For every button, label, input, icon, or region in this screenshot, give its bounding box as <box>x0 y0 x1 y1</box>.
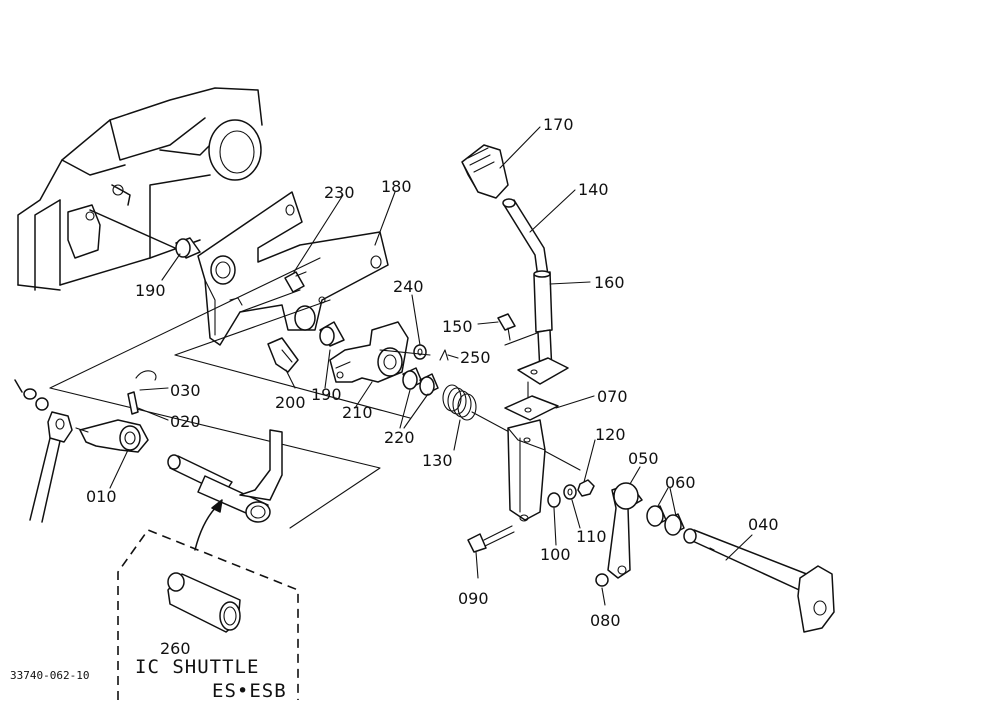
label-130: 130 <box>422 451 453 470</box>
label-060: 060 <box>665 473 696 492</box>
nut-080 <box>595 573 609 587</box>
variant-label-line2: ES•ESB <box>212 680 287 702</box>
label-180: 180 <box>381 177 412 196</box>
label-110: 110 <box>576 527 607 546</box>
label-150: 150 <box>442 317 473 336</box>
bolt-200 <box>267 337 299 373</box>
shift-knob-170 <box>461 144 509 199</box>
variant-box: IC SHUTTLE ES•ESB <box>117 529 299 702</box>
label-080: 080 <box>590 611 621 630</box>
clip-030 <box>135 370 157 381</box>
label-140: 140 <box>578 180 609 199</box>
leader-lines <box>109 126 753 606</box>
label-260: 260 <box>160 639 191 658</box>
variant-label-line1: IC SHUTTLE <box>135 656 259 678</box>
label-100: 100 <box>540 545 571 564</box>
label-200: 200 <box>275 393 306 412</box>
label-190-left: 190 <box>135 281 166 300</box>
label-220: 220 <box>384 428 415 447</box>
pin-020 <box>127 391 139 415</box>
label-090: 090 <box>458 589 489 608</box>
lever-grip-160 <box>533 270 553 333</box>
shuttle-shaft <box>167 429 283 523</box>
cotter-pin-250 <box>439 349 449 361</box>
label-120: 120 <box>595 425 626 444</box>
label-240: 240 <box>393 277 424 296</box>
washer-100 <box>547 492 561 508</box>
bolt-150 <box>497 313 516 341</box>
lever-bracket <box>507 419 546 522</box>
label-230: 230 <box>324 183 355 202</box>
label-020: 020 <box>170 412 201 431</box>
washer-240 <box>413 344 427 360</box>
part-labels: 170 140 160 150 070 120 050 060 040 110 … <box>86 115 779 658</box>
bushings-220 <box>402 367 439 396</box>
bushings-060 <box>646 505 685 536</box>
label-050: 050 <box>628 449 659 468</box>
bushing-110 <box>563 484 577 500</box>
label-010: 010 <box>86 487 117 506</box>
assembly-lines <box>49 257 581 529</box>
bracket-plate-180 <box>197 191 389 346</box>
bushing-190-center <box>319 321 345 347</box>
shift-lever-140 <box>502 198 549 279</box>
label-030: 030 <box>170 381 201 400</box>
arm-050 <box>607 482 643 579</box>
linkage-rod <box>14 379 73 523</box>
label-070: 070 <box>597 387 628 406</box>
shift-arm-210 <box>329 321 409 383</box>
label-040: 040 <box>748 515 779 534</box>
label-210: 210 <box>342 403 373 422</box>
lever-010 <box>75 419 149 453</box>
plate-070-lower <box>504 395 559 421</box>
bushing-190-left <box>175 237 201 259</box>
shaft-040 <box>683 528 835 633</box>
label-190-center: 190 <box>311 385 342 404</box>
nut-120 <box>577 479 595 497</box>
variant-arrow <box>194 499 223 551</box>
diagram-code: 33740-062-10 <box>10 669 89 682</box>
label-170: 170 <box>543 115 574 134</box>
plate-070-upper <box>517 357 569 385</box>
bolt-230 <box>284 271 307 293</box>
label-160: 160 <box>594 273 625 292</box>
spring-130 <box>442 384 477 421</box>
bolt-090 <box>467 525 515 553</box>
label-250: 250 <box>460 348 491 367</box>
